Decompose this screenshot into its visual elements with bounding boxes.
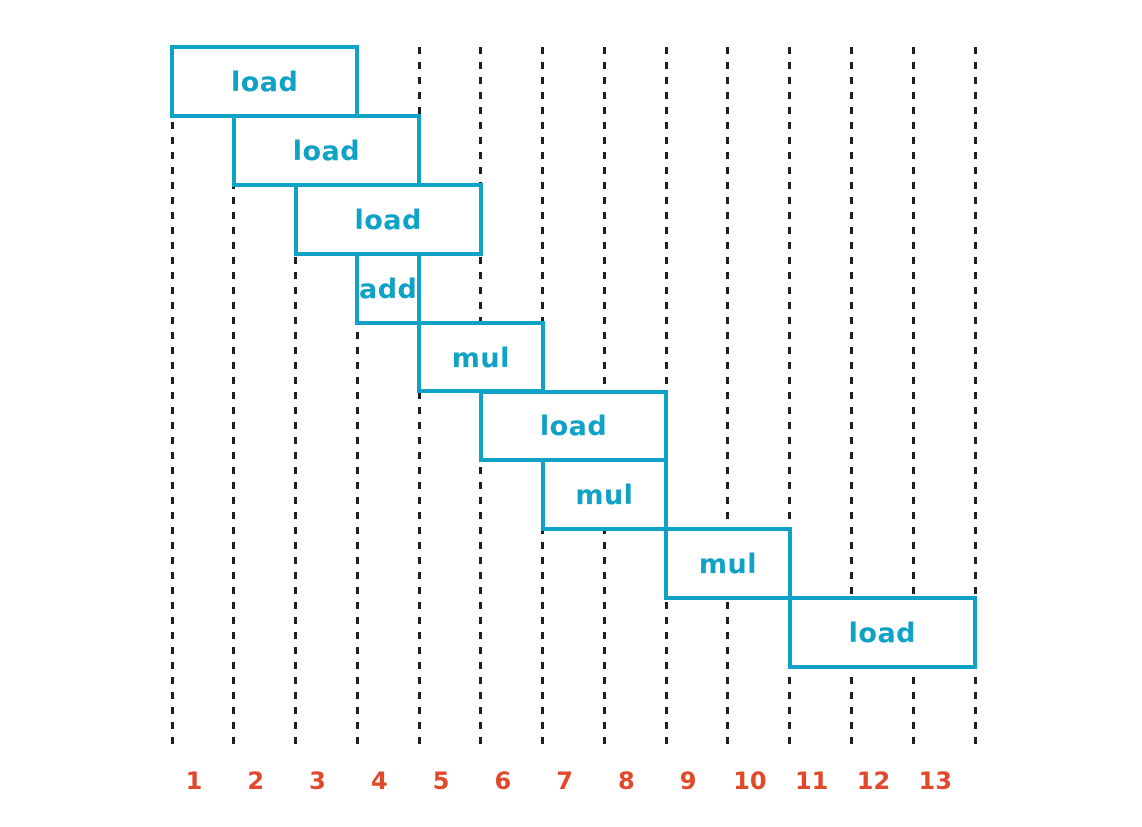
cycle-number-label: 4: [370, 767, 388, 795]
instruction-box-mul: mul: [664, 527, 792, 601]
instruction-label: load: [354, 204, 422, 236]
instruction-label: mul: [575, 480, 634, 512]
instruction-box-load: load: [787, 596, 977, 670]
cycle-gridline: [170, 47, 174, 750]
cycle-gridline: [417, 47, 421, 750]
cycle-gridline: [788, 47, 792, 750]
cycle-gridline: [726, 47, 730, 750]
instruction-label: load: [292, 135, 361, 167]
instruction-label: mul: [698, 549, 757, 581]
cycle-number-label: 8: [618, 767, 635, 795]
cycle-number-label: 3: [309, 767, 326, 795]
instruction-box-load: load: [170, 45, 360, 118]
cycle-number-label: 13: [918, 767, 952, 795]
instruction-box-load: load: [293, 182, 483, 256]
instruction-label: load: [230, 66, 299, 98]
instruction-box-mul: mul: [540, 458, 669, 532]
instruction-box-add: add: [355, 251, 422, 325]
cycle-gridline: [911, 47, 915, 750]
instruction-box-mul: mul: [417, 320, 545, 394]
cycle-number-label: 1: [185, 767, 203, 795]
instruction-box-load: load: [231, 113, 422, 187]
instruction-label: load: [539, 411, 608, 443]
instruction-label: mul: [451, 342, 510, 374]
cycle-number-label: 2: [247, 767, 265, 795]
cycle-gridline: [849, 47, 853, 750]
cycle-number-label: 9: [679, 767, 697, 795]
cycle-gridline: [973, 47, 977, 750]
cycle-number-label: 6: [494, 767, 512, 795]
cycle-number-label: 7: [556, 767, 573, 795]
cycle-number-label: 10: [733, 767, 767, 795]
cycle-number-label: 5: [432, 767, 450, 795]
instruction-box-load: load: [478, 389, 669, 463]
cycle-number-label: 12: [856, 767, 891, 795]
cycle-number-label: 11: [794, 767, 829, 795]
instruction-label: add: [359, 273, 418, 305]
cycle-gridline: [294, 47, 298, 750]
cycle-gridline: [232, 47, 236, 750]
cycle-gridline: [355, 47, 359, 750]
instruction-label: load: [848, 618, 917, 650]
